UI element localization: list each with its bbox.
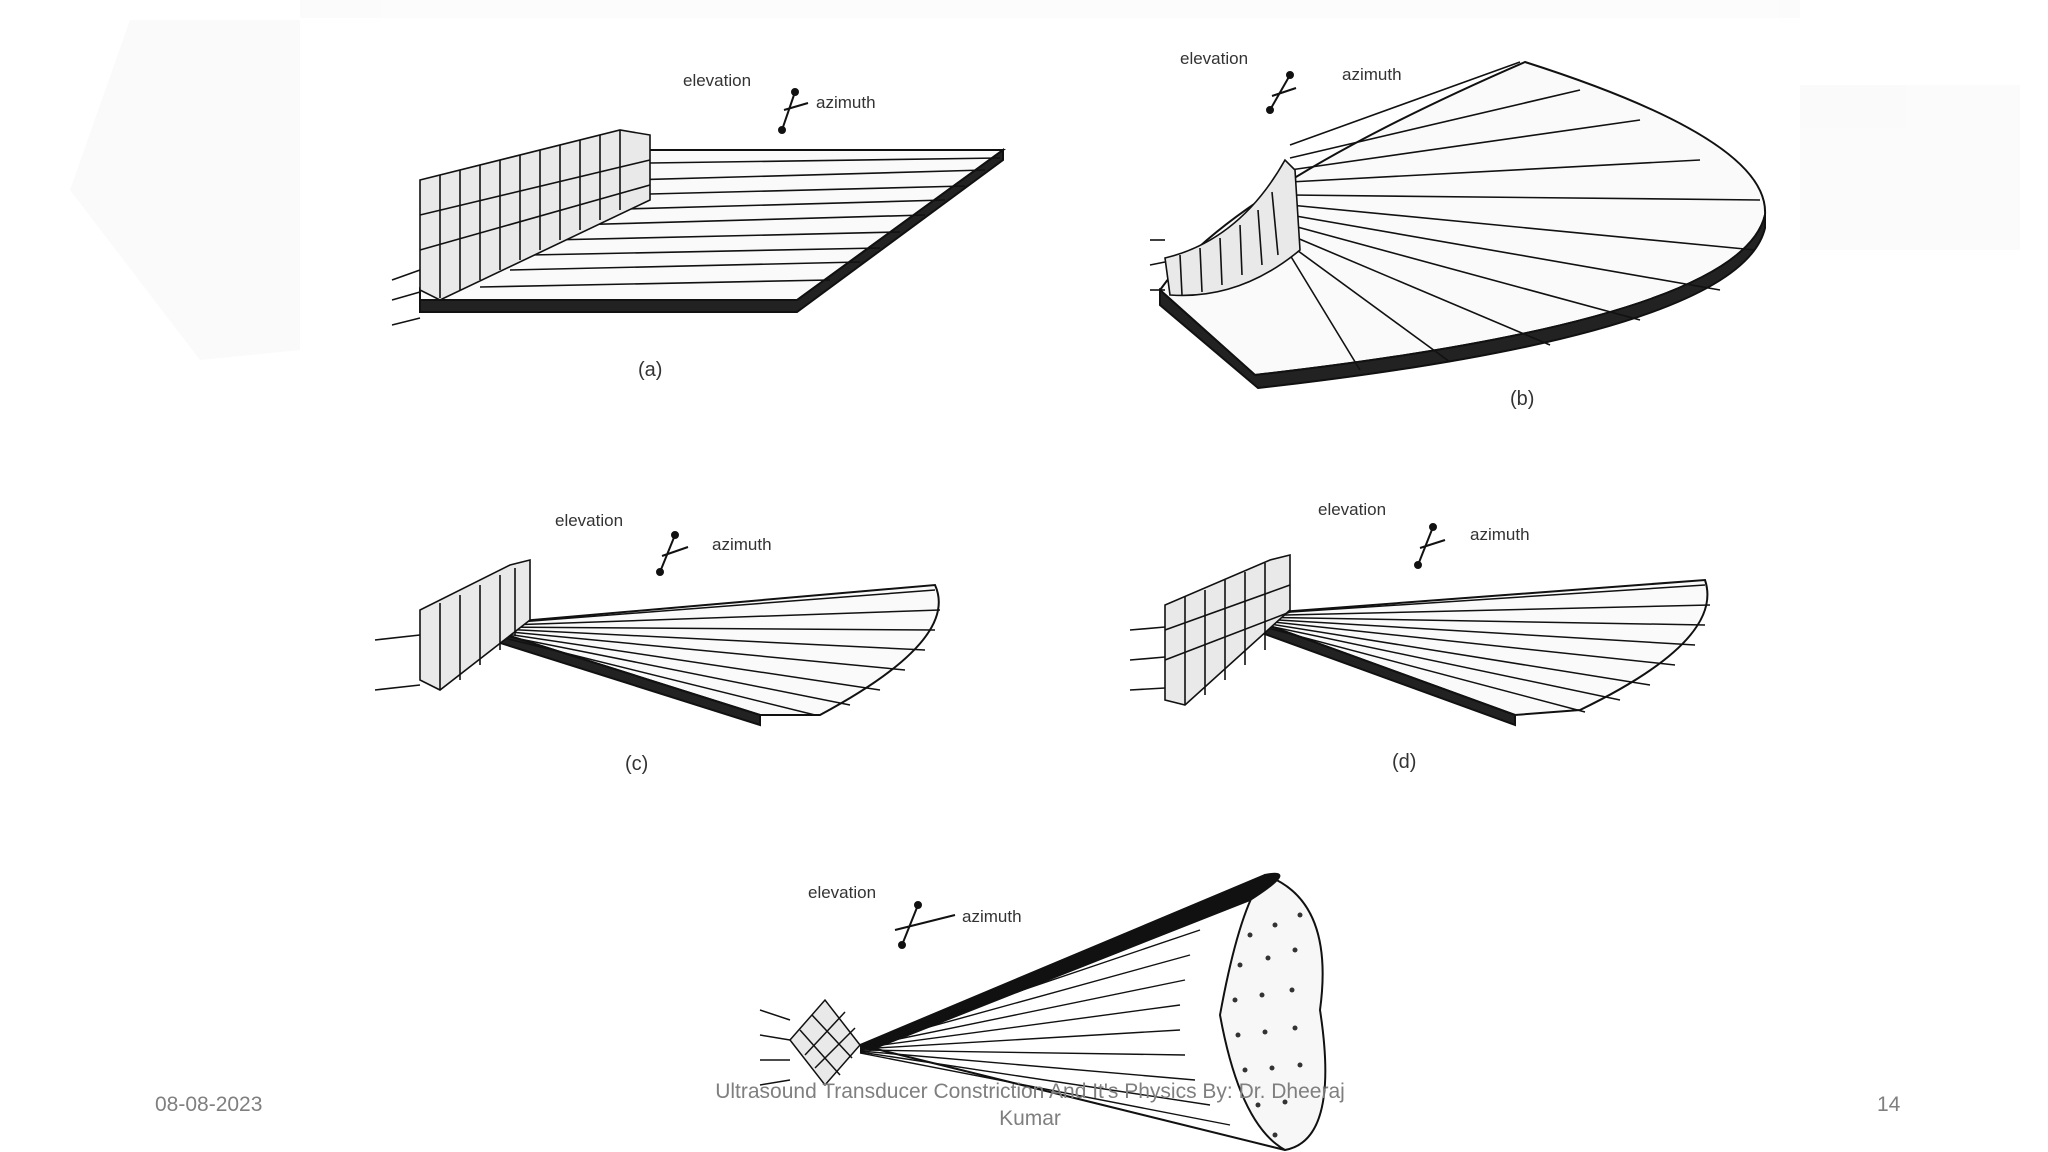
panel-c xyxy=(374,531,941,727)
panel-e-azimuth-label: azimuth xyxy=(962,907,1022,926)
panel-c-axes-glyph xyxy=(656,531,689,576)
panel-e-axes-glyph xyxy=(894,901,956,949)
panel-a-azimuth-label: azimuth xyxy=(816,93,876,112)
panel-b xyxy=(1149,60,1767,390)
panel-d-caption: (d) xyxy=(1392,751,1416,773)
panel-d-elevation-label: elevation xyxy=(1318,500,1386,519)
panel-a-elevation-label: elevation xyxy=(683,71,751,90)
footer-date: 08-08-2023 xyxy=(155,1093,263,1116)
panel-d xyxy=(1129,523,1711,727)
panel-d-scan-lines xyxy=(1244,584,1711,713)
slide-number: 14 xyxy=(1877,1093,1901,1116)
panel-e-volume-cap xyxy=(1218,873,1327,1152)
panel-e-elevation-label: elevation xyxy=(808,883,876,902)
panel-b-scan-lines xyxy=(1289,61,1761,371)
panel-c-azimuth-label: azimuth xyxy=(712,535,772,554)
panel-a-scan-lines xyxy=(479,157,1001,288)
panel-b-caption: (b) xyxy=(1510,388,1534,410)
panel-d-azimuth-label: azimuth xyxy=(1470,525,1530,544)
panel-b-azimuth-label: azimuth xyxy=(1342,65,1402,84)
panel-b-elevation-label: elevation xyxy=(1180,49,1248,68)
panel-e-volume-top xyxy=(857,872,1281,1052)
panel-e-transducer-elements xyxy=(759,998,861,1087)
panel-b-axes-glyph xyxy=(1266,71,1297,114)
panel-c-transducer-elements xyxy=(374,558,531,691)
panel-e-scan-lines xyxy=(859,929,1231,1126)
panel-a-caption: (a) xyxy=(638,359,662,381)
panel-a-plane-edge xyxy=(419,148,1004,313)
background-decoration xyxy=(70,0,2020,360)
panel-d-axes-glyph xyxy=(1414,523,1446,569)
panel-b-plane-edge xyxy=(1159,214,1766,390)
panel-a-transducer-elements xyxy=(391,129,651,326)
panel-d-transducer-elements xyxy=(1129,553,1291,706)
panel-e-volume-dots xyxy=(1232,912,1303,1138)
panel-c-elevation-label: elevation xyxy=(555,511,623,530)
panel-a xyxy=(391,88,1007,326)
panel-a-axes-glyph xyxy=(778,88,809,134)
panel-e xyxy=(759,872,1327,1152)
footer-title: Ultrasound Transducer Constriction And I… xyxy=(715,1080,1345,1130)
panel-c-scan-lines xyxy=(479,589,941,716)
panel-c-caption: (c) xyxy=(625,753,648,775)
panel-b-transducer-elements xyxy=(1149,158,1301,297)
